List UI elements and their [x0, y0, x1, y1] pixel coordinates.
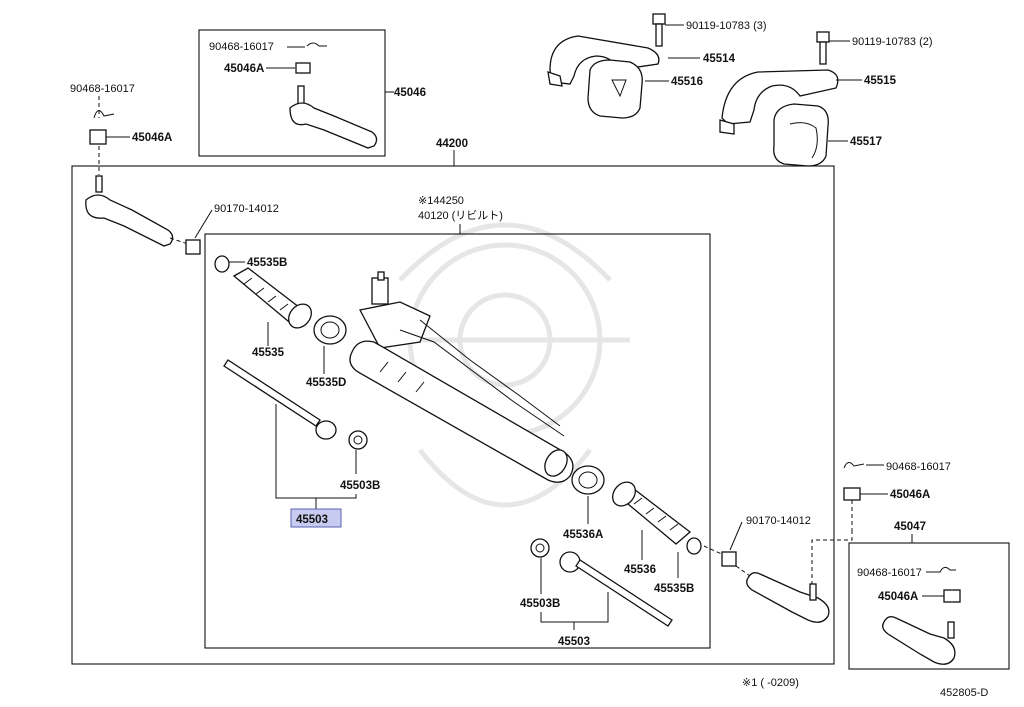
label-45517: 45517: [850, 136, 882, 148]
label-90468-16017-right: 90468-16017: [886, 461, 951, 473]
highlight-45503[interactable]: [290, 508, 342, 528]
nut-box1-icon: [295, 62, 311, 74]
bracket-45514-icon: [547, 35, 660, 87]
clamp-45535B-bottom-icon: [686, 537, 702, 555]
diagram-reference-number: 452805-D: [940, 687, 988, 699]
boot-45536-icon: [612, 481, 692, 545]
tie-rod-end-45046-icon: [289, 85, 378, 149]
label-45046A-box2: 45046A: [878, 591, 918, 603]
label-90170-14012-right: 90170-14012: [746, 515, 811, 527]
label-90170-14012-left: 90170-14012: [214, 203, 279, 215]
label-45047: 45047: [894, 521, 926, 533]
label-45503-bottom: 45503: [558, 636, 590, 648]
label-45046: 45046: [394, 87, 426, 99]
label-45536: 45536: [624, 564, 656, 576]
label-45503B-left: 45503B: [340, 480, 380, 492]
label-144250: ※144250: [418, 195, 464, 207]
label-45046A-left: 45046A: [132, 132, 172, 144]
nut-left-icon: [89, 129, 107, 145]
clamp-45535B-top-icon: [214, 255, 230, 273]
bolt-90119-2-icon: [816, 31, 830, 65]
nut-right-icon: [843, 487, 861, 501]
label-45046A-box1: 45046A: [224, 63, 264, 75]
clamp-45535D-icon: [313, 315, 347, 345]
box-45047: [848, 542, 1010, 670]
label-45535D: 45535D: [306, 377, 346, 389]
label-45514: 45514: [703, 53, 736, 65]
steering-rack-housing-icon: [349, 271, 574, 483]
label-45535B-bottom: 45535B: [654, 583, 694, 595]
label-90468-16017-box2: 90468-16017: [857, 567, 922, 579]
cotter-pin-box1-icon: [306, 42, 327, 47]
footnote: ※1 ( -0209): [742, 677, 799, 689]
label-90119-10783-2: 90119-10783 (2): [852, 36, 933, 48]
tie-rod-end-45047-icon: [882, 616, 956, 665]
cotter-pin-box2-icon: [926, 566, 956, 573]
label-45536A: 45536A: [563, 529, 603, 541]
nut-90170-right-icon: [721, 551, 737, 567]
bushing-45516-icon: [587, 59, 643, 119]
label-45503B-bottom: 45503B: [520, 598, 560, 610]
bushing-45517-icon: [773, 103, 829, 167]
label-45046A-right: 45046A: [890, 489, 930, 501]
label-90468-16017-box1: 90468-16017: [209, 41, 274, 53]
cotter-pin-left-icon: [93, 110, 115, 119]
label-45516: 45516: [671, 76, 703, 88]
tie-rod-end-right-icon: [746, 572, 830, 623]
inner-tie-rod-left-icon: [223, 359, 368, 450]
label-40120-rebuilt: 40120 (リビルト): [418, 209, 503, 222]
nut-90170-left-icon: [185, 239, 201, 255]
boot-45535-icon: [232, 267, 312, 329]
label-44200: 44200: [436, 138, 468, 150]
bolt-90119-3-icon: [652, 13, 666, 47]
box-40120: [204, 233, 711, 649]
label-45503-highlighted[interactable]: 45503: [296, 514, 328, 526]
label-45515: 45515: [864, 75, 897, 87]
label-45535: 45535: [252, 347, 285, 359]
box-44200: [71, 165, 835, 665]
label-90468-16017-left: 90468-16017: [70, 83, 135, 95]
inner-tie-rod-bottom-icon: [530, 538, 673, 627]
tie-rod-end-left-icon: [85, 175, 174, 247]
bracket-45515-icon: [719, 69, 839, 135]
watermark-emblem: [380, 222, 630, 508]
clamp-45536A-icon: [571, 465, 605, 495]
cotter-pin-right-icon: [843, 462, 865, 469]
box-45046: [198, 29, 386, 157]
label-45535B-top: 45535B: [247, 257, 287, 269]
label-90119-10783-3: 90119-10783 (3): [686, 20, 767, 32]
nut-box2-icon: [943, 589, 961, 603]
